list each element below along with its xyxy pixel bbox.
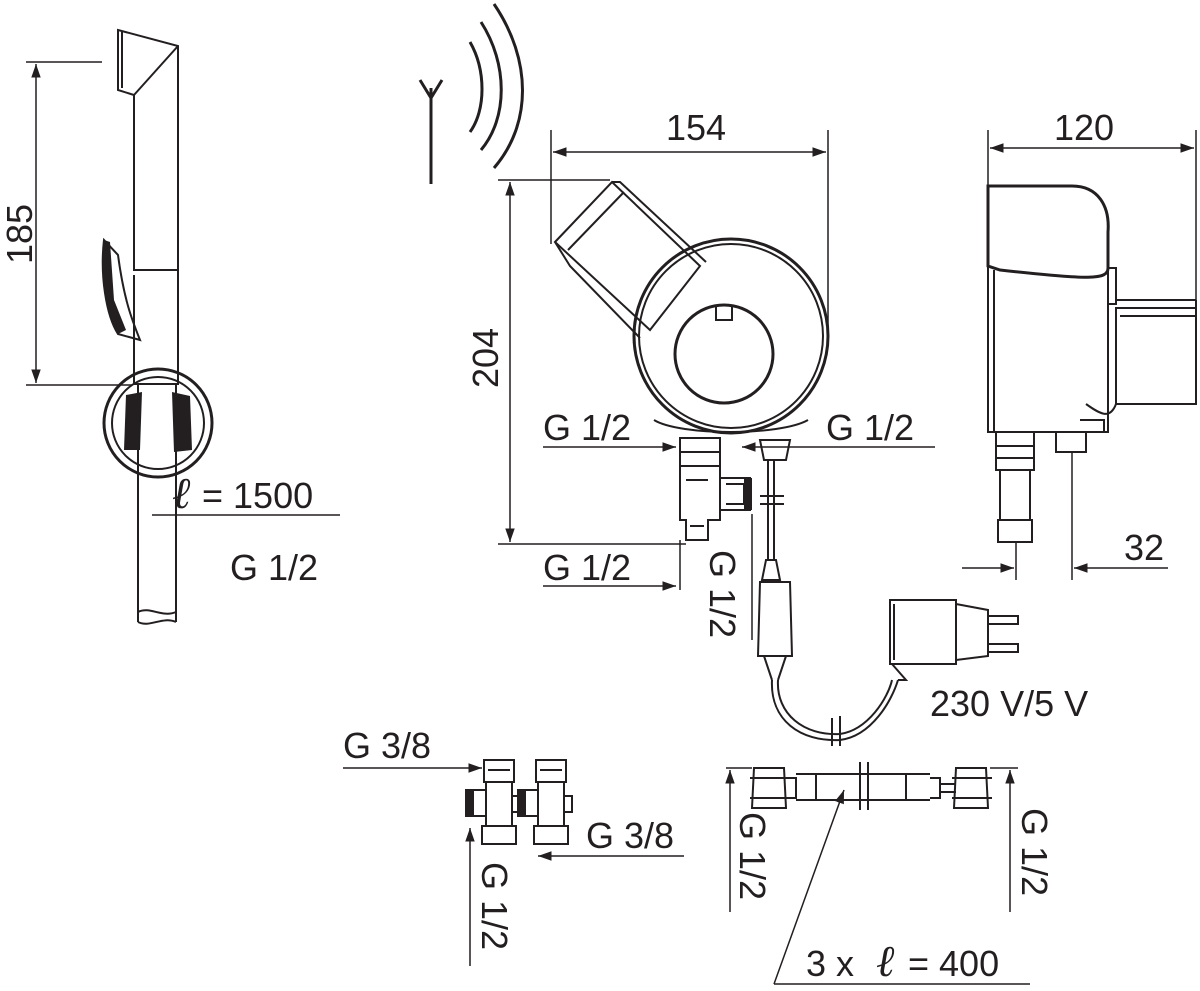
hose-length-label: = 1500 — [202, 475, 313, 516]
front-height-dim: 204 — [465, 328, 506, 388]
hose-length-symbol: ℓ — [172, 469, 191, 518]
power-supply-voltage-label: 230 V/5 V — [930, 683, 1088, 724]
valve-right-label: G 3/8 — [586, 815, 674, 856]
connection-hoses: G 1/2 G 1/2 3 x ℓ = 400 — [725, 762, 1055, 986]
control-unit-front: 154 204 G 1/2 G 1/2 G 1/2 G 1/2 — [465, 107, 935, 746]
valve-top-label: G 3/8 — [343, 725, 431, 766]
side-depth-dim: 120 — [1054, 107, 1114, 148]
front-width-dim: 154 — [666, 107, 726, 148]
front-outlet-side-label: G 1/2 — [702, 550, 743, 638]
valve-bottom-label: G 1/2 — [474, 862, 515, 950]
hose-left-thread-label: G 1/2 — [732, 812, 773, 900]
hand-shower-height-dim: 185 — [0, 204, 40, 264]
antenna-icon — [418, 3, 524, 184]
hose-right-thread-label: G 1/2 — [1014, 808, 1055, 896]
hose-count-label: 3 x — [806, 943, 854, 984]
side-offset-dim: 32 — [1124, 527, 1164, 568]
front-outlet-bottom-label: G 1/2 — [543, 547, 631, 588]
front-inlet-left-label: G 1/2 — [543, 407, 631, 448]
hose-short-length-label: = 400 — [908, 943, 999, 984]
angle-valves: G 3/8 G 3/8 G 1/2 — [343, 725, 684, 966]
front-inlet-right-label: G 1/2 — [826, 407, 914, 448]
hand-shower-thread-label: G 1/2 — [230, 547, 318, 588]
hose-length-symbol-2: ℓ — [876, 937, 895, 986]
control-unit-side: 120 32 — [962, 107, 1197, 580]
hand-shower: 185 ℓ = 1500 G 1/2 — [0, 28, 340, 625]
power-supply: 230 V/5 V — [889, 599, 1088, 724]
